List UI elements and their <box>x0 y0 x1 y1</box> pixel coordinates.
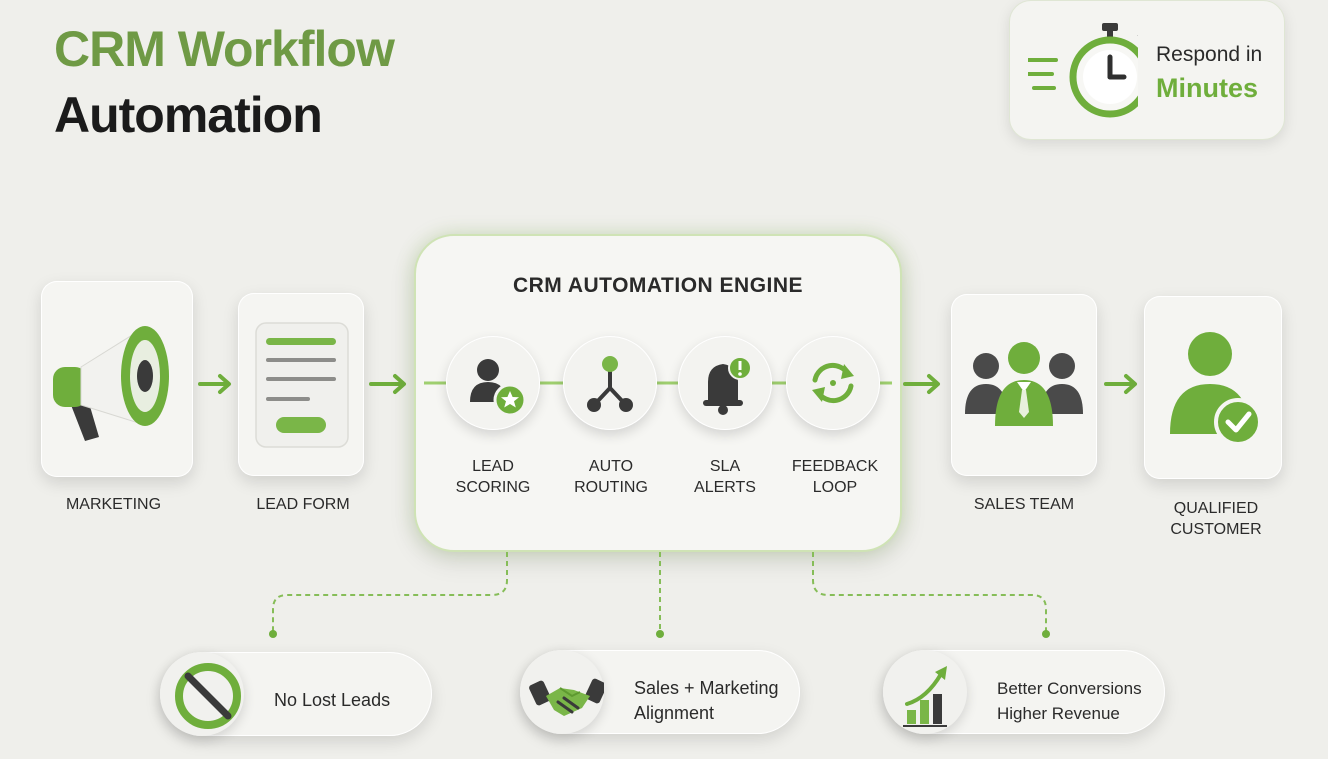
step-sla-alerts[interactable] <box>678 336 772 430</box>
benefit-icon-wrap <box>520 650 604 734</box>
sales-team-card <box>951 294 1097 476</box>
megaphone-icon <box>53 326 169 441</box>
crm-automation-engine: CRM AUTOMATION ENGINE <box>414 234 902 552</box>
arrow-right-icon <box>903 374 940 394</box>
team-icon <box>965 342 1083 426</box>
step-auto-routing[interactable] <box>563 336 657 430</box>
growth-chart-icon <box>903 666 947 727</box>
step-lead-scoring[interactable] <box>446 336 540 430</box>
arrow-right-icon <box>1104 374 1137 394</box>
handshake-icon <box>529 678 604 716</box>
benefit-no-lost-leads: No Lost Leads <box>160 652 432 736</box>
step-feedback-loop[interactable] <box>786 336 880 430</box>
refresh-icon <box>812 363 854 403</box>
no-entry-icon <box>175 663 241 729</box>
lead-form-label: LEAD FORM <box>256 496 350 513</box>
dashed-connectors <box>269 552 1050 638</box>
benefit-icon-wrap <box>883 650 967 734</box>
arrow-right-icon <box>198 374 231 394</box>
bell-alert-icon <box>703 356 752 415</box>
page-title-line2: Automation <box>54 87 323 143</box>
benefit-icon-wrap <box>160 652 244 736</box>
benefit-text: No Lost Leads <box>274 690 391 710</box>
arrow-right-icon <box>369 374 406 394</box>
respond-badge: Respond in Minutes <box>1009 0 1285 140</box>
routing-icon <box>587 356 633 412</box>
form-icon <box>255 322 349 448</box>
qualified-customer-card <box>1144 296 1282 479</box>
sales-team-label: SALES TEAM <box>973 496 1075 513</box>
user-star-icon <box>470 359 527 417</box>
respond-line1: Respond in <box>1156 43 1263 66</box>
stopwatch-icon <box>1028 23 1138 118</box>
user-check-icon <box>1170 332 1262 446</box>
lead-form-card <box>238 293 364 476</box>
page-title-line1: CRM Workflow <box>54 21 395 77</box>
marketing-card <box>41 281 193 477</box>
respond-line2: Minutes <box>1156 73 1259 103</box>
marketing-label: MARKETING <box>65 496 162 513</box>
engine-title: CRM AUTOMATION ENGINE <box>512 274 804 297</box>
